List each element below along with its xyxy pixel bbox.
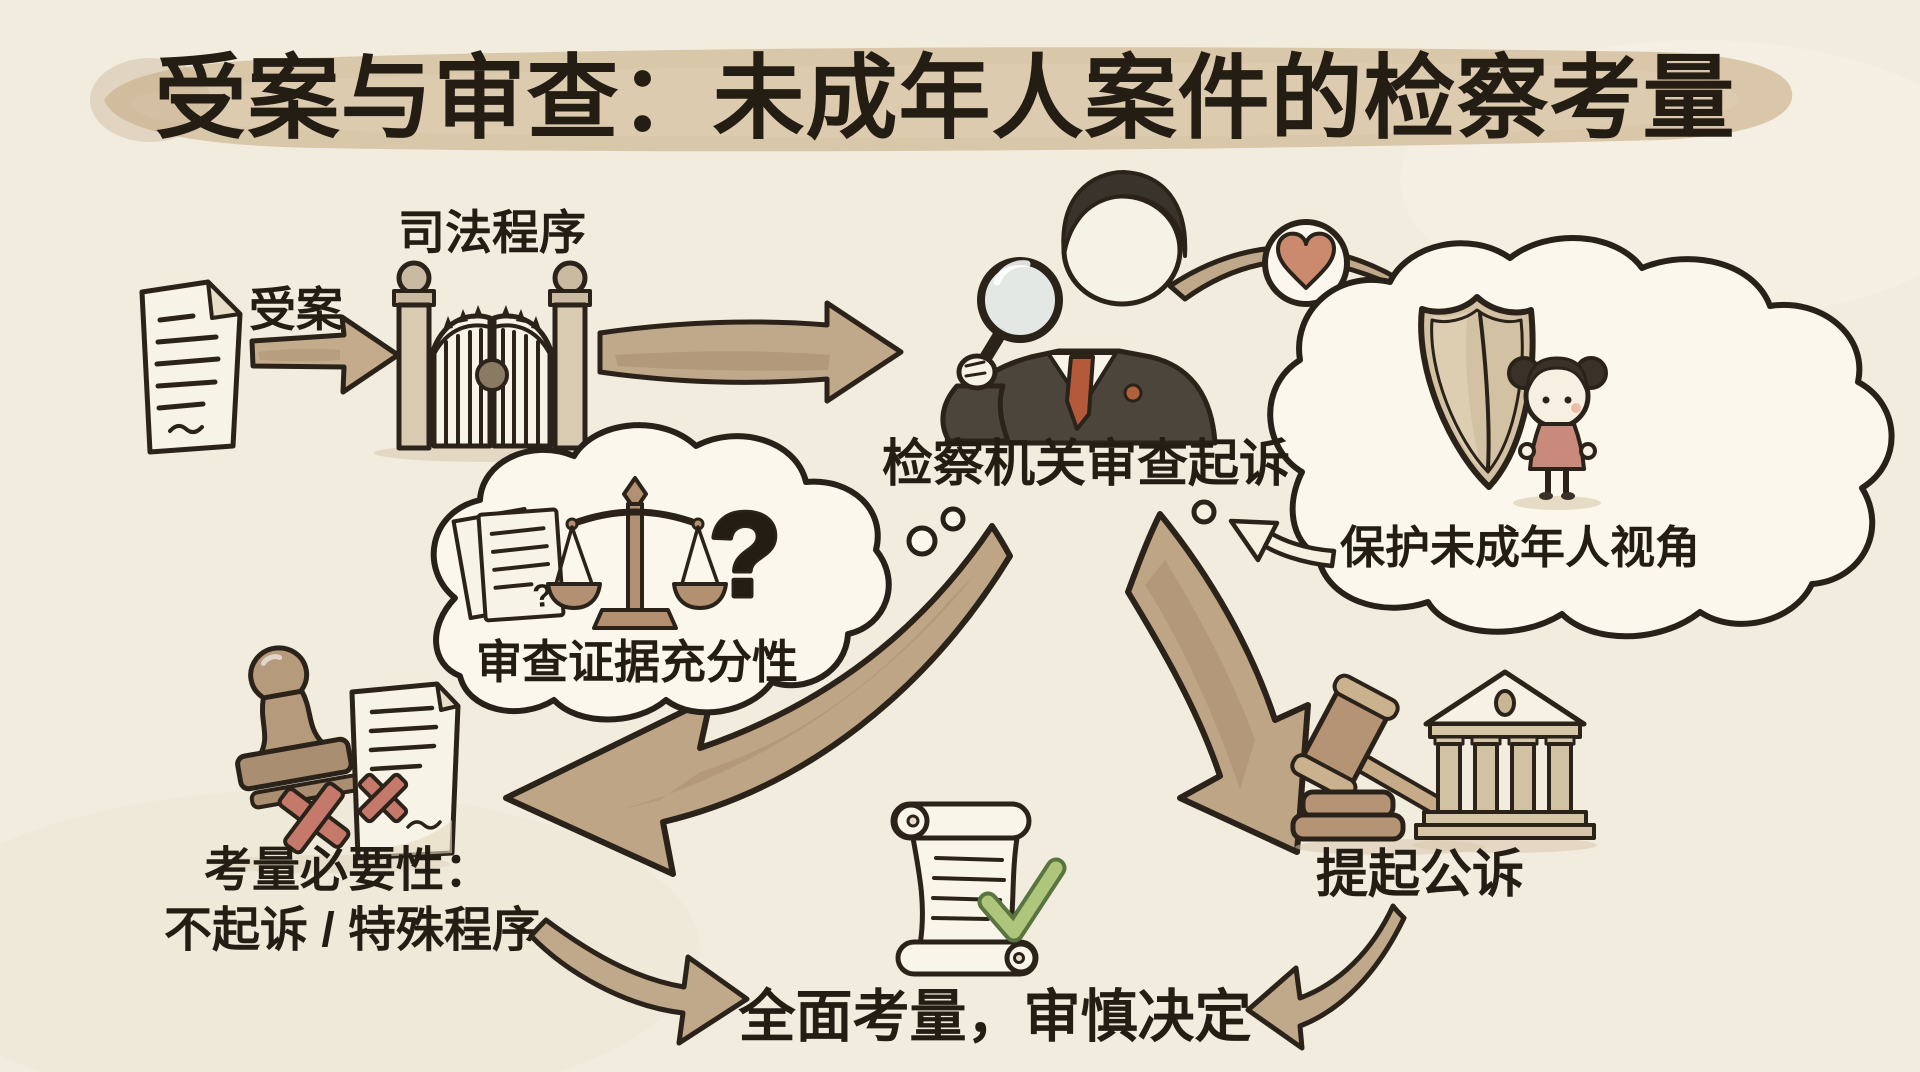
gavel-icon [1290, 673, 1453, 842]
gate-label: 司法程序 [398, 206, 586, 259]
gate-to-prosecutor-arrow [597, 300, 904, 404]
decision-group: 全面考量，审慎决定 [738, 801, 1252, 1049]
prosecution-group: 提起公诉 [1290, 669, 1597, 904]
necessity-to-decision-arrow [528, 917, 750, 1046]
thought-bubble [906, 525, 938, 557]
cloud-return-arrow [1191, 499, 1337, 569]
return-dot [1191, 499, 1217, 525]
x-mark-icon [277, 781, 351, 855]
courthouse-icon [1414, 669, 1596, 840]
heart-icon [1276, 231, 1336, 290]
thought-bubble [940, 506, 966, 532]
prosecution-to-decision-arrow [1245, 903, 1407, 1051]
decision-label: 全面考量，审慎决定 [738, 985, 1252, 1049]
protect-minors-cloud: 保护未成年人视角 [1267, 234, 1895, 640]
acceptance-arrow: 受案 [249, 283, 401, 395]
document-icon [139, 279, 243, 455]
evidence-review-label: 审查证据充分性 [476, 636, 798, 688]
bg-wash [0, 790, 700, 1072]
protect-minors-label: 保护未成年人视角 [1340, 522, 1700, 573]
rejected-document-icon [349, 681, 461, 861]
prosecutor-magnifier-icon [940, 170, 1218, 446]
hair [1061, 170, 1188, 258]
tie [1065, 355, 1095, 431]
gate-icon: 司法程序 [374, 206, 610, 462]
brush-stroke-edge [90, 58, 210, 142]
brush-stroke-highlight [131, 63, 1739, 138]
prosecutor-label: 检察机关审查起诉 [882, 435, 1290, 492]
scale-icon [546, 476, 728, 630]
necessity-group: 考量必要性： 不起诉 / 特殊程序 [164, 645, 540, 957]
page-title: 受案与审查：未成年人案件的检察考量 [154, 48, 1735, 150]
question-mark-icon: ? [708, 488, 781, 622]
girl-icon [1507, 356, 1608, 510]
sleeve [940, 383, 1011, 444]
prosecutor-to-prosecution-arrow [1125, 511, 1311, 855]
check-icon [977, 857, 1067, 943]
prosecution-label: 提起公诉 [1316, 846, 1524, 904]
magnifier-icon [956, 257, 1063, 391]
necessity-label-line1: 考量必要性： [204, 844, 492, 897]
shield-icon [1418, 294, 1536, 490]
prosecutor-to-necessity-arrow [503, 523, 1013, 877]
evidence-documents-icon: ? [451, 506, 566, 623]
evidence-review-cloud: ? ? 审查证据充分性 [430, 422, 966, 723]
badge [1123, 383, 1143, 403]
necessity-label-line2: 不起诉 / 特殊程序 [164, 904, 540, 957]
title-banner: 受案与审查：未成年人案件的检察考量 [90, 47, 1793, 152]
acceptance-label: 受案 [249, 283, 344, 336]
